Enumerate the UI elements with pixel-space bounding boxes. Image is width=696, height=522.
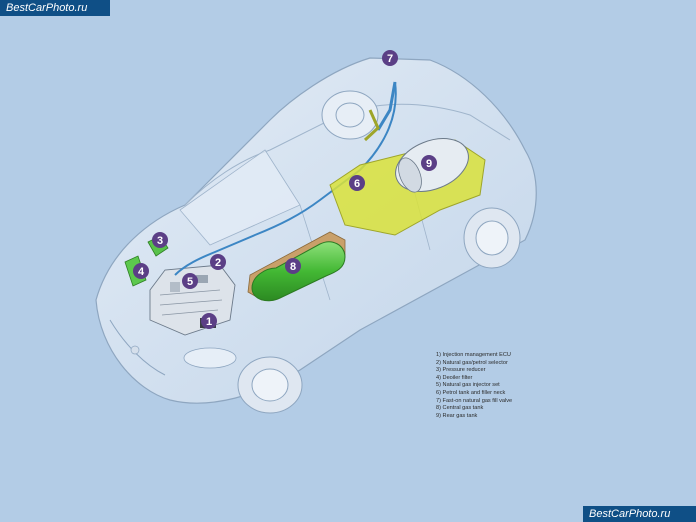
badge-2: 2	[210, 254, 226, 270]
spare-wheel	[321, 90, 379, 140]
badge-4: 4	[133, 263, 149, 279]
watermark-bottom: BestCarPhoto.ru	[583, 506, 696, 522]
legend-item: 8) Central gas tank	[436, 405, 484, 412]
badge-3: 3	[152, 232, 168, 248]
badge-1: 1	[201, 313, 217, 329]
wheel-front	[237, 356, 303, 414]
wheel-rear	[463, 207, 521, 269]
badge-5-label: 5	[187, 276, 193, 288]
badge-2-label: 2	[215, 257, 221, 269]
component-legend: 1) Injection management ECU 2) Natural g…	[436, 352, 546, 420]
gas-pipe-rear	[376, 81, 397, 131]
gas-pipe	[174, 81, 397, 276]
badge-8-label: 8	[290, 261, 296, 273]
legend-item: 2) Natural gas/petrol selector	[436, 359, 508, 366]
headlight-left	[183, 347, 237, 369]
legend-item: 4) Deoiler filter	[436, 374, 473, 381]
badge-7: 7	[382, 50, 398, 66]
badge-1-label: 1	[206, 316, 212, 328]
badge-5: 5	[182, 273, 198, 289]
petrol-filler-neck	[363, 109, 380, 142]
legend-item: 7) Fast-on natural gas fill valve	[436, 397, 513, 404]
badge-6-label: 6	[354, 178, 360, 190]
badge-7-label: 7	[387, 53, 393, 65]
legend-item: 9) Rear gas tank	[436, 412, 478, 419]
badge-3-label: 3	[157, 235, 163, 247]
badge-9: 9	[421, 155, 437, 171]
badge-9-label: 9	[426, 158, 432, 170]
legend-item: 5) Natural gas injector set	[436, 382, 500, 389]
brand-badge	[130, 345, 140, 355]
legend-item: 6) Petrol tank and filler neck	[436, 389, 506, 396]
badge-8: 8	[285, 258, 301, 274]
legend-item: 3) Pressure reducer	[436, 367, 486, 374]
legend-item: 1) Injection management ECU	[436, 352, 511, 358]
watermark-top: BestCarPhoto.ru	[0, 0, 110, 16]
badge-6: 6	[349, 175, 365, 191]
badge-4-label: 4	[138, 266, 145, 278]
